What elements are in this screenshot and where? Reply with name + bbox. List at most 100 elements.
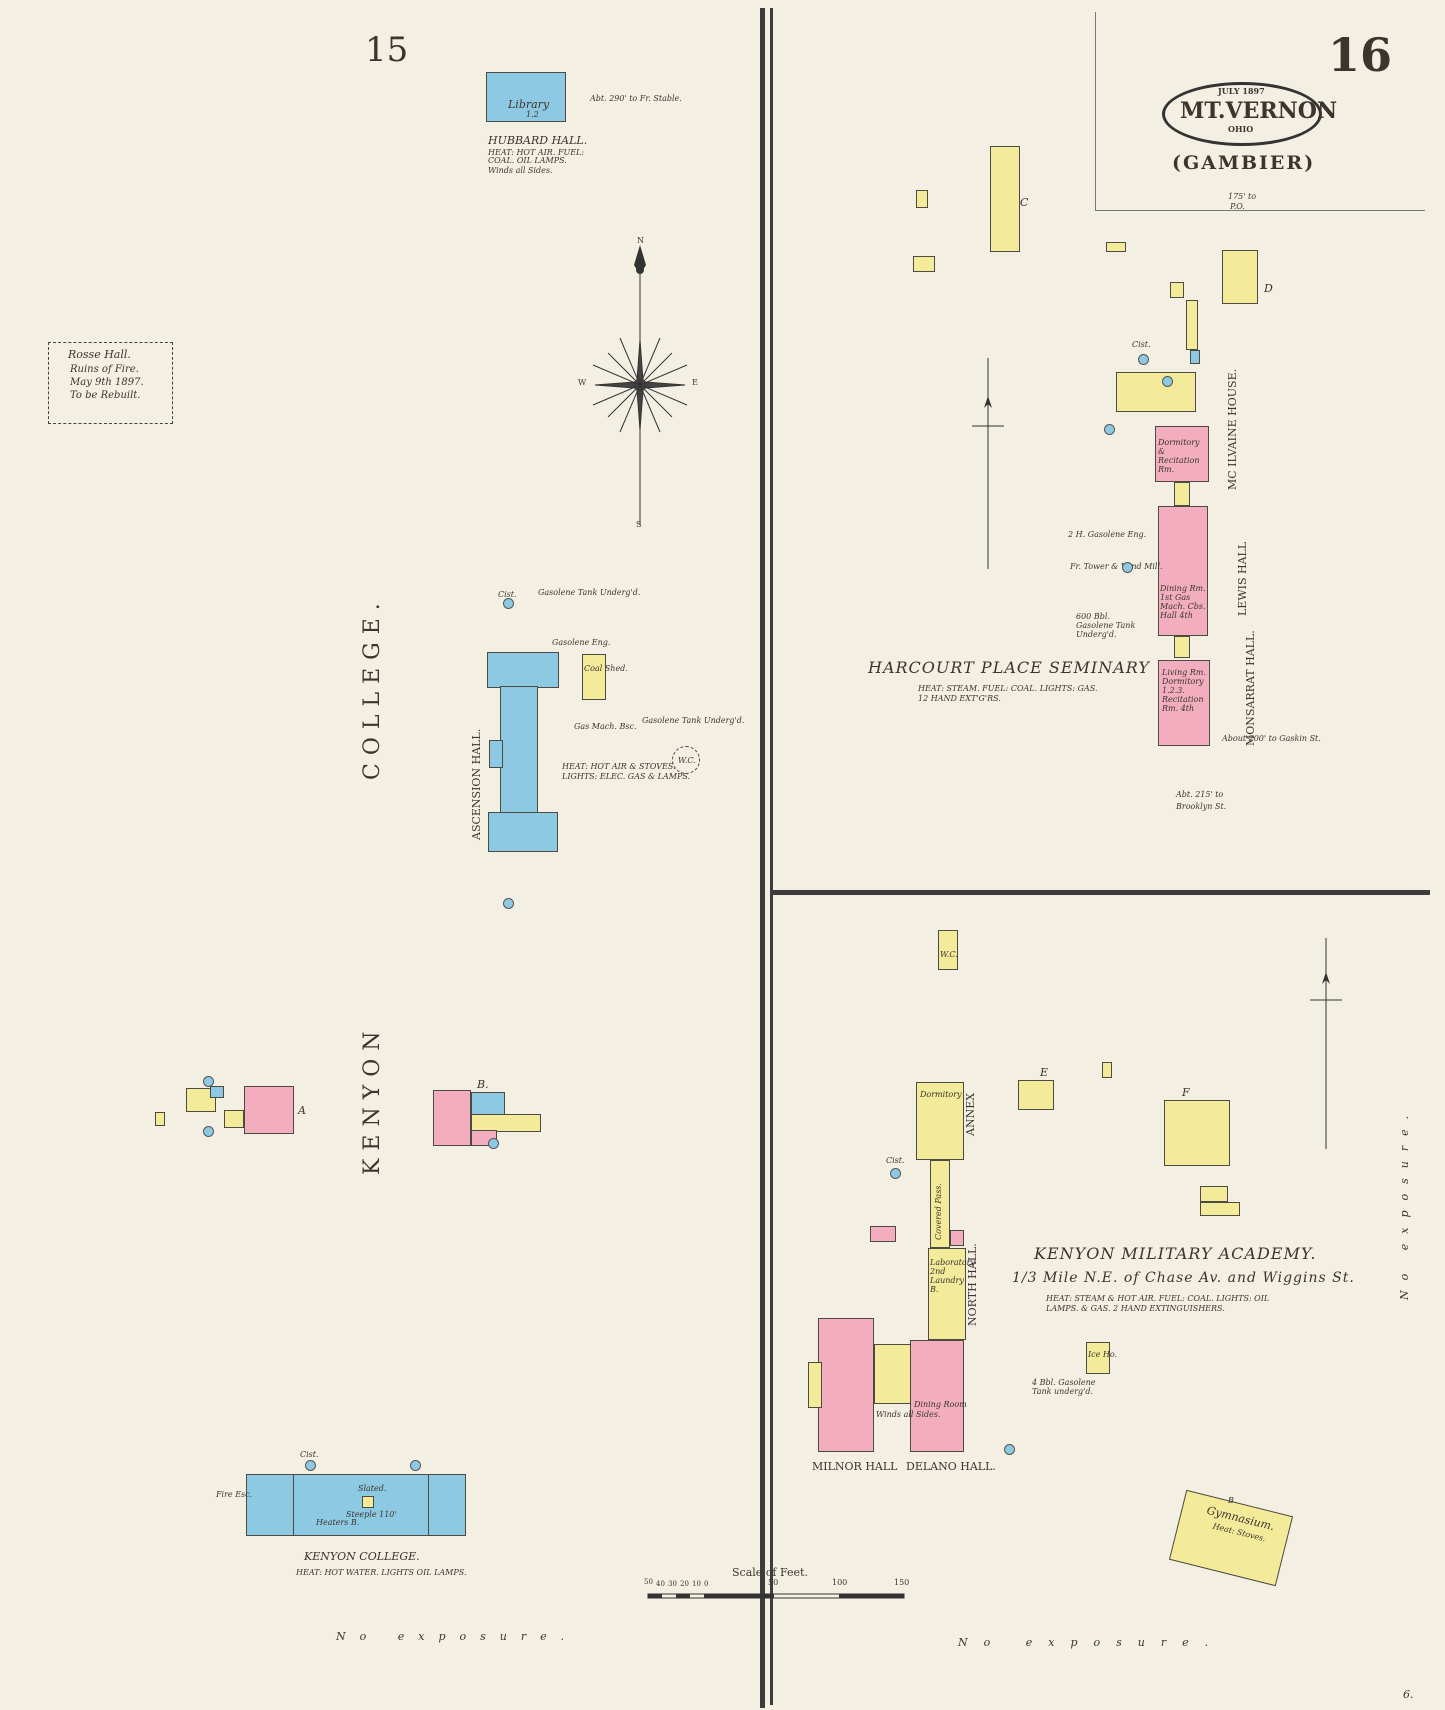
dwelling-b-label: B.	[477, 1078, 489, 1091]
pink-shed	[870, 1226, 896, 1242]
kma-name: KENYON MILITARY ACADEMY.	[1034, 1244, 1317, 1263]
annex-label: ANNEX	[964, 1092, 977, 1136]
gasolene-tank-2: Gasolene Tank Underg'd.	[642, 716, 745, 725]
north-arrow-icon-bottom	[1310, 938, 1342, 1149]
college-label: COLLEGE.	[360, 595, 385, 780]
cistern-military-1	[890, 1168, 901, 1179]
harcourt-note-1: HEAT: STEAM. FUEL: COAL. LIGHTS: GAS.	[918, 684, 1098, 693]
dwelling-f	[1164, 1100, 1230, 1166]
sheet-number-left: 15	[365, 30, 409, 70]
harcourt-note-2: 12 HAND EXT'G'RS.	[918, 694, 1001, 703]
rosse-line-4: To be Rebuilt.	[70, 390, 141, 401]
kenyon-steeple-label: Steeple 110'	[346, 1510, 397, 1519]
delano-hall	[910, 1340, 964, 1452]
kenyon-label: KENYON	[360, 1023, 385, 1175]
no-exposure-right: No exposure.	[1398, 1105, 1411, 1300]
rosse-line-3: May 9th 1897.	[70, 377, 144, 388]
scale-tick-7: 50	[768, 1578, 779, 1587]
delano-hall-label: DELANO HALL.	[906, 1460, 996, 1473]
seminary-monsarrat-hall	[1158, 660, 1210, 746]
distance-note-1: 175' to	[1228, 192, 1257, 201]
scale-tick-3: 30	[668, 1580, 677, 1588]
coal-shed-label: Coal Shed.	[584, 664, 628, 673]
kenyon-college-note: HEAT: HOT WATER. LIGHTS OIL LAMPS.	[296, 1568, 467, 1577]
wc-label: W.C.	[678, 756, 696, 765]
title-locality: (GAMBIER)	[1172, 152, 1316, 174]
milnor-hall-label: MILNOR HALL	[812, 1460, 898, 1473]
distance-note-2: P.O.	[1230, 202, 1245, 211]
north-hall	[928, 1248, 966, 1340]
shed-f-1	[1200, 1186, 1228, 1202]
coal-shed	[582, 654, 606, 700]
title-oval	[1162, 82, 1322, 146]
ascension-hall-body	[500, 686, 538, 816]
dormitory-label: Dormitory	[920, 1090, 962, 1099]
gas-tank-military: 4 Bbl. Gasolene Tank underg'd.	[1032, 1378, 1096, 1396]
title-state: OHIO	[1228, 124, 1254, 134]
cistern-a-2	[203, 1126, 214, 1137]
rosse-line-2: Ruins of Fire.	[70, 364, 139, 375]
sheet-number-right: 16	[1328, 28, 1393, 82]
kma-note-1: HEAT: STEAM & HOT AIR. FUEL: COAL. LIGHT…	[1046, 1294, 1270, 1303]
kma-location: 1/3 Mile N.E. of Chase Av. and Wiggins S…	[1012, 1270, 1355, 1286]
wc-outline	[672, 746, 700, 774]
dwelling-a-shed	[155, 1112, 165, 1126]
seminary-connector-1	[1174, 482, 1190, 506]
wc-building-label: W.C.	[940, 950, 958, 959]
compass-e: E	[692, 378, 698, 387]
gymnasium-b: B.	[1228, 1496, 1237, 1505]
ascension-hall-south	[488, 812, 558, 852]
monsarrat-hall-label: MONSARRAT HALL.	[1244, 630, 1257, 746]
covered-passage	[930, 1160, 950, 1248]
cist-label-ascension: Cist.	[498, 590, 517, 599]
center-divider	[760, 8, 765, 1708]
dwelling-a-blue	[210, 1086, 224, 1098]
title-frame-left	[1095, 12, 1096, 210]
kit-ho	[913, 256, 935, 272]
shed-2	[1106, 242, 1126, 252]
ascension-note-2: LIGHTS: ELEC. GAS & LAMPS.	[562, 772, 691, 781]
cistern-ascension-1	[503, 598, 514, 609]
cistern-kenyon-1	[305, 1460, 316, 1471]
kenyon-college-east-wing	[428, 1474, 466, 1536]
hubbard-hall-building	[486, 72, 566, 122]
gas-tank-label-right: 600 Bbl. Gasolene Tank Underg'd.	[1076, 612, 1136, 639]
dormitory-annex	[916, 1082, 964, 1160]
right-top-divider	[770, 8, 773, 890]
brooklyn-distance-2: Brooklyn St.	[1176, 802, 1227, 811]
rosse-line-1: Rosse Hall.	[68, 348, 131, 361]
no-exposure-left: No exposure.	[336, 1630, 579, 1643]
brooklyn-distance-1: Abt. 215' to	[1176, 790, 1224, 799]
dwelling-a-yellow-2	[224, 1110, 244, 1128]
ice-house-label: Ice Ho.	[1088, 1350, 1118, 1359]
milnor-kitchen	[874, 1344, 912, 1404]
shed-4	[1186, 300, 1198, 350]
gasolene-eng-label-right: 2 H. Gasolene Eng.	[1068, 530, 1147, 539]
cistern-military-2	[1004, 1444, 1015, 1455]
cistern-seminary-3	[1104, 424, 1115, 435]
dwelling-a-label: A	[298, 1104, 306, 1117]
scale-tick-1: 50	[644, 1578, 653, 1586]
seminary-yellow-1	[1116, 372, 1196, 412]
gaskin-distance: About 200' to Gaskin St.	[1222, 734, 1321, 743]
scale-bar	[647, 1593, 905, 1599]
dwelling-e	[1018, 1080, 1054, 1110]
north-arrow-icon-top	[972, 358, 1004, 569]
cist-label-military: Cist.	[886, 1156, 905, 1165]
compass-s: S	[636, 520, 642, 529]
cistern-b	[488, 1138, 499, 1149]
hubbard-distance: Abt. 290' to Fr. Stable.	[590, 94, 682, 103]
kenyon-steeple	[362, 1496, 374, 1508]
gasolene-eng-label: Gasolene Eng.	[552, 638, 611, 647]
shed-f-2	[1200, 1202, 1240, 1216]
seminary-living-label: Living Rm. Dormitory 1.2.3. Recitation R…	[1162, 668, 1206, 713]
cist-label-kenyon: Cist.	[300, 1450, 319, 1459]
seminary-connector-2	[1174, 636, 1190, 658]
hubbard-note-1: HEAT: HOT AIR. FUEL:	[488, 148, 585, 157]
dwelling-d-label: D	[1264, 282, 1273, 295]
labs-label: Laboratory 2nd Laundry B.	[930, 1258, 975, 1294]
milnor-hall	[818, 1318, 874, 1452]
corner-mark: 6.	[1403, 1688, 1414, 1701]
cistern-seminary-2	[1162, 376, 1173, 387]
